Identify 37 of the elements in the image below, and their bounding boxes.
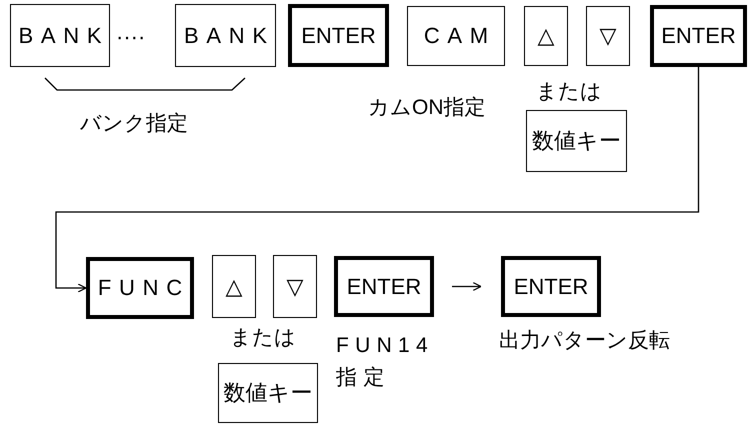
key-box	[407, 6, 505, 66]
key-label: FUNC	[98, 277, 190, 299]
key-label: ▽	[600, 25, 616, 47]
key-label: ENTER	[301, 24, 376, 46]
key-label: ENTER	[346, 276, 422, 298]
key-label: BANK	[184, 24, 275, 46]
key-label: BANK	[18, 24, 110, 46]
key-label: 数値キー	[532, 130, 621, 152]
caption: または	[536, 79, 603, 105]
key-box	[218, 363, 318, 423]
key-box	[501, 256, 601, 317]
node-label: 出力パターン反転	[499, 328, 670, 354]
arrow	[55, 67, 700, 293]
key-label: ENTER	[661, 25, 736, 47]
ellipsis-dots: ····	[116, 23, 146, 51]
key-box	[650, 5, 747, 67]
key-box	[10, 4, 110, 67]
key-label: 数値キー	[224, 382, 312, 404]
key-label: CAM	[424, 25, 496, 47]
arrow	[452, 282, 482, 292]
key-box	[586, 6, 630, 66]
key-box	[175, 4, 276, 67]
key-box	[212, 255, 256, 318]
key-box	[524, 6, 568, 66]
caption: カムON指定	[368, 95, 486, 121]
key-label: ENTER	[514, 276, 588, 298]
key-label: ▽	[286, 276, 304, 298]
caption: または	[230, 325, 297, 351]
key-label: △	[226, 276, 242, 298]
key-box	[526, 110, 627, 172]
key-box	[86, 257, 194, 319]
key-box	[288, 4, 389, 67]
caption: バンク指定	[80, 111, 189, 137]
caption: FUN14 指定	[336, 333, 436, 390]
key-box	[334, 256, 434, 317]
key-box	[273, 255, 317, 318]
key-label: △	[538, 25, 554, 47]
